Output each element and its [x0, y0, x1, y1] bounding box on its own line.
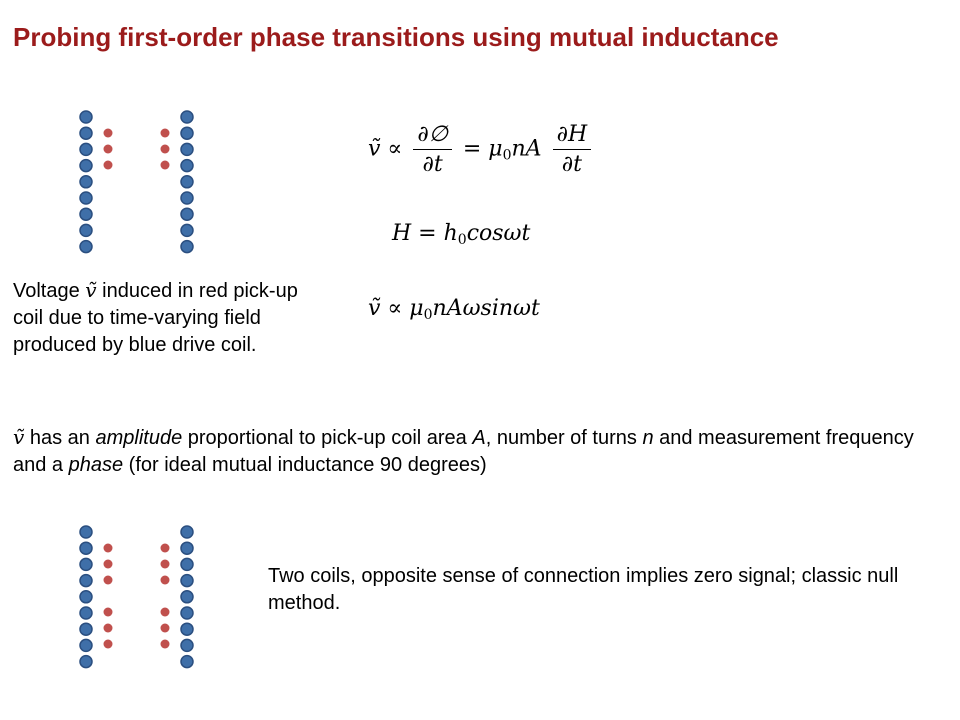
drive-coil-turn [79, 126, 93, 140]
drive-coil-turn [180, 223, 194, 238]
drive-coil-turn [180, 158, 194, 173]
drive-coil-turn [79, 191, 93, 205]
drive-coil-turn [180, 207, 194, 221]
pickup-coil-turn [103, 559, 113, 569]
drive-coil-turn [79, 158, 93, 173]
eq2-lhs: H = h [392, 221, 458, 246]
pickup-coil-turn [160, 623, 170, 633]
pickup-coil-turn [160, 575, 170, 585]
pickup-coil-turn [103, 575, 113, 585]
eq1-mid-sub: 0 [502, 147, 512, 164]
pickup-coil-turn [103, 543, 113, 553]
pickup-coil-turn [160, 160, 170, 170]
caption-text-2: induced in red pick-up coil due to time-… [13, 280, 298, 356]
pickup-coil-turn [160, 639, 170, 649]
drive-coil-turn [180, 638, 194, 653]
eq3-sub: 0 [423, 307, 433, 323]
drive-coil-turn [79, 654, 93, 669]
drive-coil-turn [180, 142, 194, 157]
pickup-coil-turn [103, 639, 113, 649]
eq1-num-1: ∂∅ [413, 122, 452, 150]
eq1-mid: = μ [462, 136, 503, 162]
pickup-coil-turn [103, 607, 113, 617]
amp-v-symbol: ṽ [13, 425, 25, 449]
eq2-rhs: cosωt [466, 221, 531, 246]
drive-coil-turn [180, 606, 194, 620]
pickup-coil-turn [103, 128, 113, 138]
drive-coil-turn [79, 573, 93, 588]
eq3-lhs: ṽ ∝ μ [368, 296, 424, 321]
amp-symbol-n: n [642, 427, 654, 449]
drive-coil-turn [79, 622, 93, 636]
slide-title: Probing first-order phase transitions us… [13, 22, 779, 52]
equation-field: H = h0cosωt [392, 221, 530, 248]
pickup-coil-turn [160, 543, 170, 553]
eq1-num-2: ∂H [552, 122, 592, 150]
drive-coil-turn [79, 557, 93, 572]
drive-coil-turn [180, 191, 194, 205]
caption-text-1: Voltage [13, 280, 86, 302]
drive-coil-turn [180, 622, 194, 636]
caption-v-symbol: ṽ [85, 278, 97, 302]
drive-coil-turn [79, 223, 93, 238]
amp-text-4: and measurement frequency and a [13, 427, 914, 476]
eq1-den-2: ∂t [561, 152, 582, 177]
pickup-coil-turn [160, 144, 170, 154]
pickup-coil-turn [160, 607, 170, 617]
amp-text-2: proportional to pick-up coil area [182, 427, 473, 449]
coil-diagram-bottom [79, 525, 194, 669]
drive-coil-turn [79, 207, 93, 221]
amp-text-5: (for ideal mutual inductance 90 degrees) [123, 454, 487, 476]
drive-coil-turn [79, 142, 93, 157]
drive-coil-turn [79, 638, 93, 653]
caption-induced-voltage: Voltage ṽ induced in red pick-up coil du… [13, 277, 318, 359]
pickup-coil-turn [160, 128, 170, 138]
drive-coil-turn [180, 573, 194, 588]
eq2-sub: 0 [457, 232, 467, 248]
pickup-coil-turn [103, 144, 113, 154]
drive-coil-turn [180, 557, 194, 572]
eq1-mid2: nA [511, 136, 542, 162]
drive-coil-turn [180, 126, 194, 140]
eq1-lhs: ṽ ∝ [368, 136, 403, 162]
amp-word-phase: phase [68, 454, 124, 476]
drive-coil-turn [180, 654, 194, 669]
coil-diagram-top [79, 110, 194, 254]
drive-coil-turn [180, 110, 194, 124]
drive-coil-turn [79, 606, 93, 620]
amplitude-phase-paragraph: ṽ has an amplitude proportional to pick-… [13, 424, 948, 479]
drive-coil-turn [79, 110, 93, 124]
eq1-fraction-2: ∂H ∂t [552, 122, 592, 177]
pickup-coil-turn [103, 623, 113, 633]
equation-voltage-result: ṽ ∝ μ0nAωsinωt [368, 296, 540, 323]
eq3-rhs: nAωsinωt [432, 296, 540, 321]
eq1-den-1: ∂t [422, 152, 443, 177]
drive-coil-turn [79, 239, 93, 254]
drive-coil-turn [180, 525, 194, 539]
drive-coil-turn [79, 590, 93, 604]
eq1-fraction-1: ∂∅ ∂t [413, 122, 452, 177]
amp-symbol-A: A [472, 427, 486, 449]
drive-coil-turn [79, 541, 93, 555]
drive-coil-turn [180, 590, 194, 604]
amp-word-amplitude: amplitude [95, 427, 183, 449]
equation-voltage-proportionality: ṽ ∝ ∂∅ ∂t = μ0nA ∂H ∂t [368, 122, 595, 177]
pickup-coil-turn [103, 160, 113, 170]
amp-text-1: has an [24, 427, 96, 449]
pickup-coil-turn [160, 559, 170, 569]
drive-coil-turn [180, 175, 194, 189]
caption-null-method: Two coils, opposite sense of connection … [268, 565, 899, 614]
amp-text-3: , number of turns [485, 427, 643, 449]
drive-coil-turn [79, 175, 93, 189]
drive-coil-turn [180, 239, 194, 254]
drive-coil-turn [180, 541, 194, 555]
drive-coil-turn [79, 525, 93, 539]
